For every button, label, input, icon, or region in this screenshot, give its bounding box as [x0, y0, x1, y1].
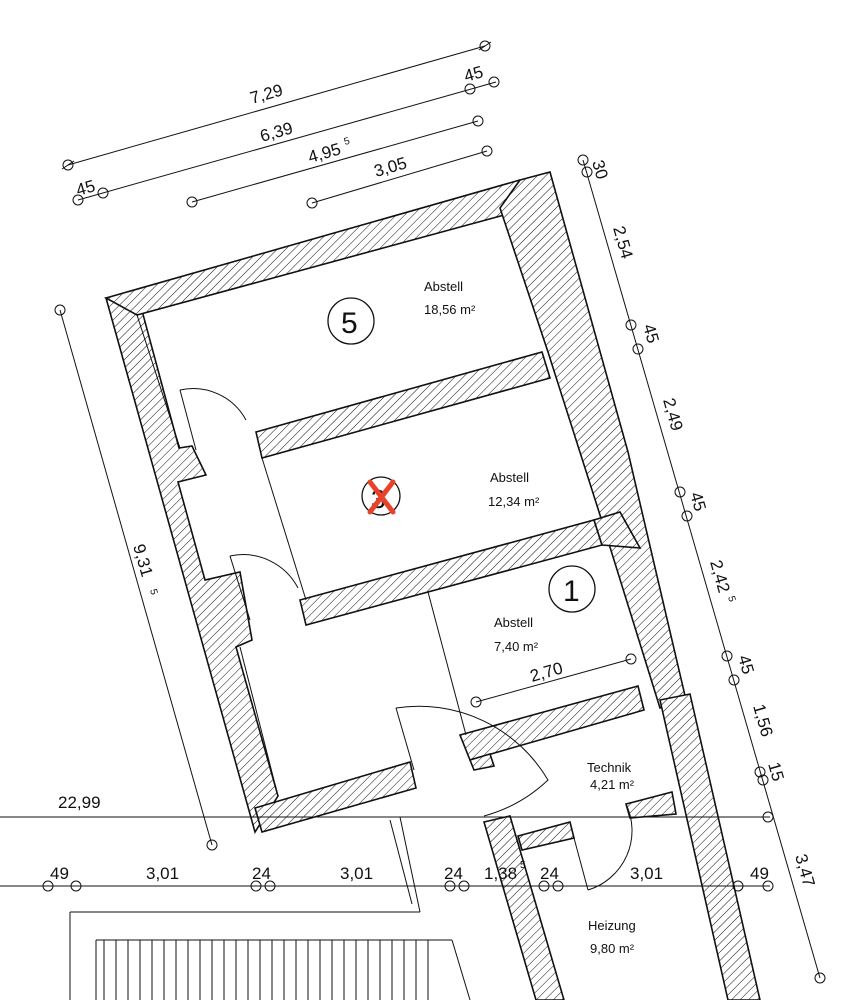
dim-15: 15: [764, 760, 787, 783]
dim-2-42: 2,42: [706, 558, 733, 595]
dim-24-b: 24: [444, 864, 463, 883]
dim-1-56: 1,56: [749, 702, 776, 739]
room-5-area: 18,56 m²: [424, 302, 476, 317]
dim-2-70: 2,70: [528, 658, 565, 685]
dim-24-a: 24: [252, 864, 271, 883]
dim-30: 30: [588, 158, 611, 181]
room-3-name: Abstell: [490, 470, 529, 485]
dim-22-99: 22,99: [58, 793, 101, 812]
dim-24-c: 24: [540, 864, 559, 883]
dim-4-95: 4,95: [306, 139, 343, 166]
doors: [179, 388, 633, 891]
room-1-number: 1: [563, 575, 580, 608]
room-1-number-circle: [548, 565, 596, 613]
room-outlines: [136, 314, 467, 797]
room-3-area: 12,34 m²: [488, 494, 540, 509]
dim-4-95-superscript: 5: [343, 136, 352, 148]
dim-3-01-c: 3,01: [630, 864, 663, 883]
dim-6-39: 6,39: [258, 118, 295, 145]
dim-45-top-right: 45: [462, 62, 485, 85]
staircase: [69, 816, 471, 1000]
room-1-area: 7,40 m²: [494, 639, 539, 654]
dim-3-05: 3,05: [372, 153, 409, 180]
room-5-number: 5: [341, 307, 358, 340]
room-5-name: Abstell: [424, 279, 463, 294]
technik-name: Technik: [587, 760, 632, 775]
stair-steps: [103, 940, 429, 1000]
horizontal-reference-line: 22,99: [0, 793, 774, 823]
dim-1-38: 1,38: [484, 864, 517, 883]
room-3-cross-icon: [367, 479, 396, 515]
dim-45-top-left: 45: [74, 176, 97, 199]
room-labels: 5 Abstell 18,56 m² 3 Abstell 12,34 m² 1 …: [327, 279, 636, 956]
dim-49-right: 49: [750, 864, 769, 883]
dim-45-right-a: 45: [639, 322, 662, 345]
dim-3-01-a: 3,01: [146, 864, 179, 883]
dim-7-29: 7,29: [248, 80, 285, 107]
dim-9-31-superscript: 5: [147, 588, 159, 597]
dim-45-right-b: 45: [686, 490, 709, 513]
room-5-number-circle: [327, 297, 375, 345]
dim-9-31: 9,31: [129, 542, 156, 579]
dim-49-left: 49: [50, 864, 69, 883]
dim-45-right-c: 45: [734, 653, 757, 676]
dim-2-54: 2,54: [609, 224, 636, 261]
walls: [103, 171, 761, 1000]
dim-3-01-b: 3,01: [340, 864, 373, 883]
heizung-area: 9,80 m²: [590, 941, 635, 956]
room-1-name: Abstell: [494, 615, 533, 630]
dim-2-49: 2,49: [659, 396, 686, 433]
bottom-dimension-line: 49 3,01 24 3,01 24 1,38 5 24 3,01 49: [0, 860, 774, 892]
dim-1-38-superscript: 5: [520, 860, 526, 871]
top-dimension-lines: 7,29 45 6,39 4,95 5 3,05 45: [61, 40, 500, 209]
dim-2-42-superscript: 5: [725, 595, 737, 604]
dim-3-47: 3,47: [791, 852, 818, 889]
heizung-name: Heizung: [588, 918, 636, 933]
technik-area: 4,21 m²: [590, 777, 635, 792]
